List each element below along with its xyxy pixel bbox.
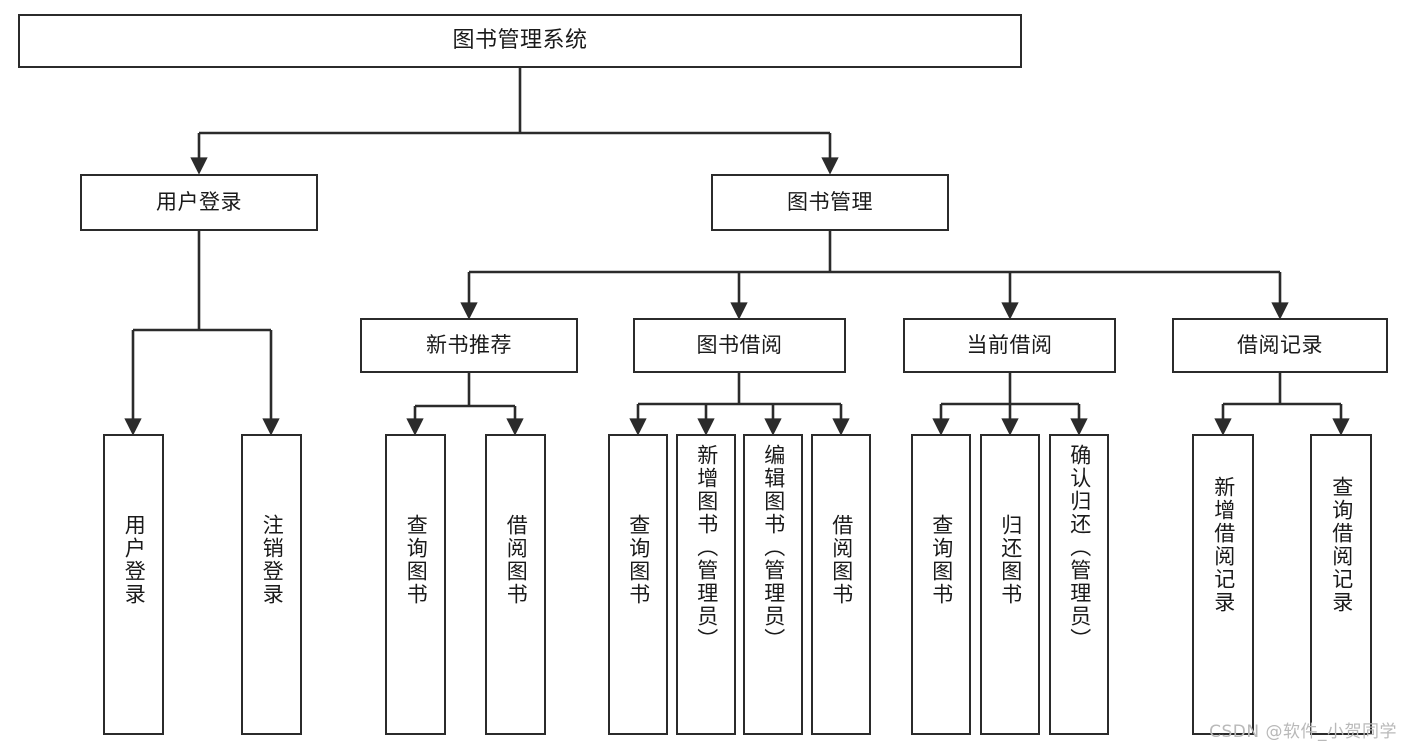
node-leaf-return-book-label: 归还图书 — [998, 514, 1023, 606]
node-leaf-query-book-2[interactable]: 查询图书 — [608, 434, 668, 735]
node-leaf-query-book-1[interactable]: 查询图书 — [385, 434, 446, 735]
node-leaf-logout-label: 注销登录 — [260, 514, 285, 606]
node-new-book-recommendation[interactable]: 新书推荐 — [360, 318, 578, 373]
node-current-borrow[interactable]: 当前借阅 — [903, 318, 1116, 373]
node-new-book-recommendation-label: 新书推荐 — [426, 332, 512, 357]
node-leaf-confirm-return-label: 确认归还（管理员） — [1067, 444, 1092, 651]
node-leaf-borrow-book-1-label: 借阅图书 — [504, 514, 529, 606]
node-leaf-query-book-3-label: 查询图书 — [929, 514, 954, 606]
node-leaf-query-book-2-label: 查询图书 — [626, 514, 651, 606]
node-leaf-edit-book[interactable]: 编辑图书（管理员） — [743, 434, 803, 735]
node-leaf-borrow-book-2-label: 借阅图书 — [829, 514, 854, 606]
node-leaf-user-login-label: 用户登录 — [122, 514, 147, 606]
node-leaf-query-record[interactable]: 查询借阅记录 — [1310, 434, 1372, 735]
node-leaf-return-book[interactable]: 归还图书 — [980, 434, 1040, 735]
node-borrow-record[interactable]: 借阅记录 — [1172, 318, 1388, 373]
node-borrow-record-label: 借阅记录 — [1237, 332, 1323, 357]
node-leaf-query-book-1-label: 查询图书 — [404, 514, 429, 606]
node-book-manage-label: 图书管理 — [787, 189, 873, 214]
node-leaf-logout[interactable]: 注销登录 — [241, 434, 302, 735]
node-leaf-add-record[interactable]: 新增借阅记录 — [1192, 434, 1254, 735]
node-book-borrow-label: 图书借阅 — [696, 332, 783, 357]
node-user-login[interactable]: 用户登录 — [80, 174, 318, 231]
node-leaf-borrow-book-2[interactable]: 借阅图书 — [811, 434, 871, 735]
node-leaf-add-book[interactable]: 新增图书（管理员） — [676, 434, 736, 735]
node-current-borrow-label: 当前借阅 — [966, 332, 1053, 357]
node-leaf-query-book-3[interactable]: 查询图书 — [911, 434, 971, 735]
node-leaf-query-record-label: 查询借阅记录 — [1329, 476, 1354, 614]
node-leaf-confirm-return[interactable]: 确认归还（管理员） — [1049, 434, 1109, 735]
node-leaf-borrow-book-1[interactable]: 借阅图书 — [485, 434, 546, 735]
node-leaf-user-login[interactable]: 用户登录 — [103, 434, 164, 735]
node-user-login-label: 用户登录 — [156, 189, 242, 214]
node-book-borrow[interactable]: 图书借阅 — [633, 318, 846, 373]
node-leaf-add-record-label: 新增借阅记录 — [1211, 476, 1236, 614]
node-leaf-add-book-label: 新增图书（管理员） — [694, 444, 719, 651]
node-book-manage[interactable]: 图书管理 — [711, 174, 949, 231]
node-root-label: 图书管理系统 — [452, 27, 588, 53]
node-root[interactable]: 图书管理系统 — [18, 14, 1022, 68]
node-leaf-edit-book-label: 编辑图书（管理员） — [761, 444, 786, 651]
